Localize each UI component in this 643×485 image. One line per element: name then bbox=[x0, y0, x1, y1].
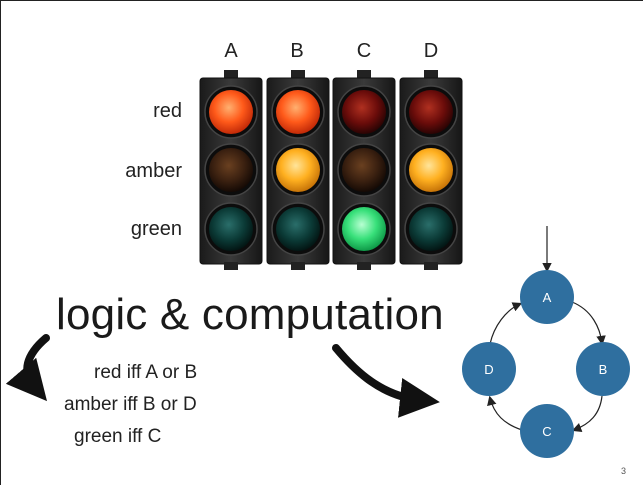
state-node-c bbox=[520, 404, 574, 458]
state-node-d bbox=[462, 342, 516, 396]
lamp-b-green bbox=[276, 207, 320, 251]
row-label-amber: amber bbox=[125, 160, 182, 182]
lamp-d-amber bbox=[409, 148, 453, 192]
lamp-c-red bbox=[342, 90, 386, 134]
rule-red: red iff A or B bbox=[94, 362, 198, 383]
state-label-c: C bbox=[542, 424, 551, 439]
state-machine-diagram: A B C D bbox=[462, 226, 630, 458]
rule-amber: amber iff B or D bbox=[64, 394, 197, 415]
column-label-a: A bbox=[224, 40, 238, 62]
slide-border-left bbox=[0, 0, 1, 485]
slide-border-top bbox=[0, 0, 643, 1]
curved-arrow-right-icon bbox=[332, 344, 440, 418]
lamp-b-red bbox=[276, 90, 320, 134]
lamp-a-red bbox=[209, 90, 253, 134]
state-label-a: A bbox=[543, 290, 552, 305]
edge-b-to-c bbox=[571, 395, 603, 432]
lamp-a-amber bbox=[209, 148, 253, 192]
curved-arrow-left-icon bbox=[5, 334, 50, 402]
lamp-c-amber bbox=[342, 148, 386, 192]
page-number: 3 bbox=[621, 466, 627, 476]
lamp-d-red bbox=[409, 90, 453, 134]
state-label-d: D bbox=[484, 362, 493, 377]
edge-c-to-d bbox=[487, 395, 523, 431]
lamp-c-green bbox=[342, 207, 386, 251]
state-label-b: B bbox=[599, 362, 608, 377]
lamp-d-green bbox=[409, 207, 453, 251]
lamp-b-amber bbox=[276, 148, 320, 192]
edge-d-to-a bbox=[489, 302, 523, 345]
column-label-c: C bbox=[356, 40, 372, 62]
state-node-a bbox=[520, 270, 574, 324]
row-label-red: red bbox=[153, 100, 182, 122]
lamp-a-green bbox=[209, 207, 253, 251]
rule-green: green iff C bbox=[74, 426, 162, 447]
state-node-b bbox=[576, 342, 630, 396]
headline: logic & computation bbox=[56, 290, 444, 339]
row-label-green: green bbox=[130, 218, 182, 240]
column-label-b: B bbox=[290, 40, 304, 62]
edge-a-to-b bbox=[571, 301, 606, 346]
column-label-d: D bbox=[423, 40, 439, 62]
